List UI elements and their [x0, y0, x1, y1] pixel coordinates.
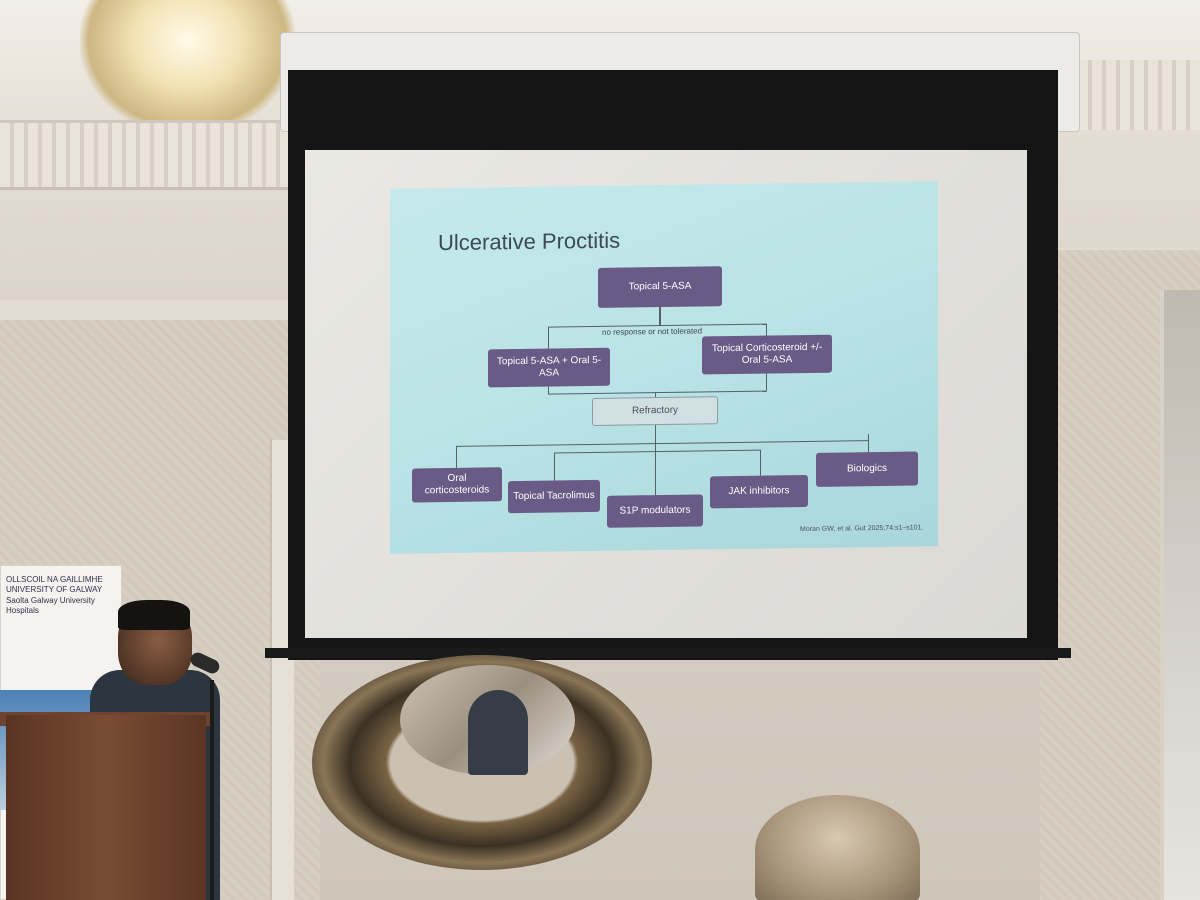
audience-head: [755, 795, 920, 900]
cornice-left: [0, 120, 320, 190]
screen-baseline: [265, 648, 1071, 658]
window-right: [1160, 290, 1200, 900]
slide-title: Ulcerative Proctitis: [438, 227, 621, 256]
connector-line: [659, 307, 661, 326]
slide-citation: Moran GW, et al. Gut 2025;74:s1–s101.: [800, 524, 924, 534]
connector-line: [655, 425, 656, 496]
connector-line: [766, 373, 767, 392]
connector-line: [456, 445, 457, 468]
connector-line: [548, 326, 549, 349]
chandelier: [80, 0, 295, 135]
node-topical-plus-oral-5asa: Topical 5-ASA + Oral 5-ASA: [488, 347, 610, 388]
connector-line: [554, 452, 555, 481]
podium: [6, 715, 206, 900]
connector-line: [554, 449, 760, 454]
node-topical-5asa: Topical 5-ASA: [598, 266, 722, 308]
mirror-reflection: [468, 690, 528, 775]
node-biologics: Biologics: [816, 451, 918, 487]
banner-text: OLLSCOIL NA GAILLIMHE UNIVERSITY OF GALW…: [6, 575, 103, 616]
node-topical-corticosteroid: Topical Corticosteroid +/- Oral 5-ASA: [702, 334, 832, 375]
presenter-hair: [118, 600, 190, 630]
edge-label: no response or not tolerated: [602, 326, 703, 337]
node-refractory: Refractory: [592, 396, 718, 427]
connector-line: [760, 449, 761, 476]
connector-line: [456, 440, 868, 447]
node-oral-corticosteroids: Oral corticosteroids: [412, 467, 502, 503]
microphone-stand: [210, 680, 214, 900]
node-s1p-modulators: S1P modulators: [607, 494, 703, 528]
connector-line: [868, 434, 869, 453]
node-topical-tacrolimus: Topical Tacrolimus: [508, 479, 600, 514]
connector-line: [548, 390, 766, 395]
presentation-slide: Ulcerative Proctitis Topical 5-ASA no re…: [390, 181, 938, 554]
connector-line: [766, 323, 767, 336]
node-jak-inhibitors: JAK inhibitors: [710, 474, 808, 509]
